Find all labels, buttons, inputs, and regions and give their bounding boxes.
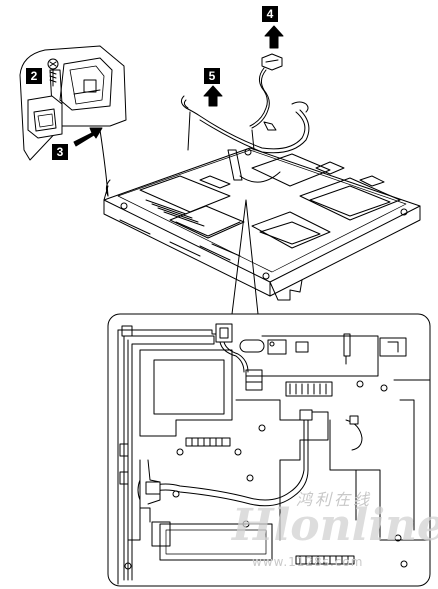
cable-assembly xyxy=(180,53,310,154)
arrow-up-icon xyxy=(264,25,284,49)
arrow-right-icon xyxy=(73,127,103,147)
zoom-leader-lines xyxy=(231,199,259,315)
callout-4 xyxy=(262,6,278,22)
system-board-chassis xyxy=(103,147,421,301)
watermark-brand: Hlonline xyxy=(232,500,438,551)
screw-icon xyxy=(47,58,59,87)
watermark-chinese: 鸿利在线 xyxy=(296,490,373,509)
callout-5-label: 5 xyxy=(209,69,216,83)
inset-leader-line xyxy=(99,129,109,197)
watermark-url: www.1128s.com xyxy=(252,555,364,569)
detail-view xyxy=(107,313,431,587)
callout-2-label: 2 xyxy=(31,69,38,83)
callout-3 xyxy=(52,144,68,160)
callout-5 xyxy=(204,68,220,84)
callout-3-label: 3 xyxy=(57,145,64,159)
connector-block xyxy=(27,95,63,139)
callout-2 xyxy=(26,68,42,84)
callout-4-label: 4 xyxy=(267,7,274,21)
arrow-up-icon xyxy=(203,85,223,107)
